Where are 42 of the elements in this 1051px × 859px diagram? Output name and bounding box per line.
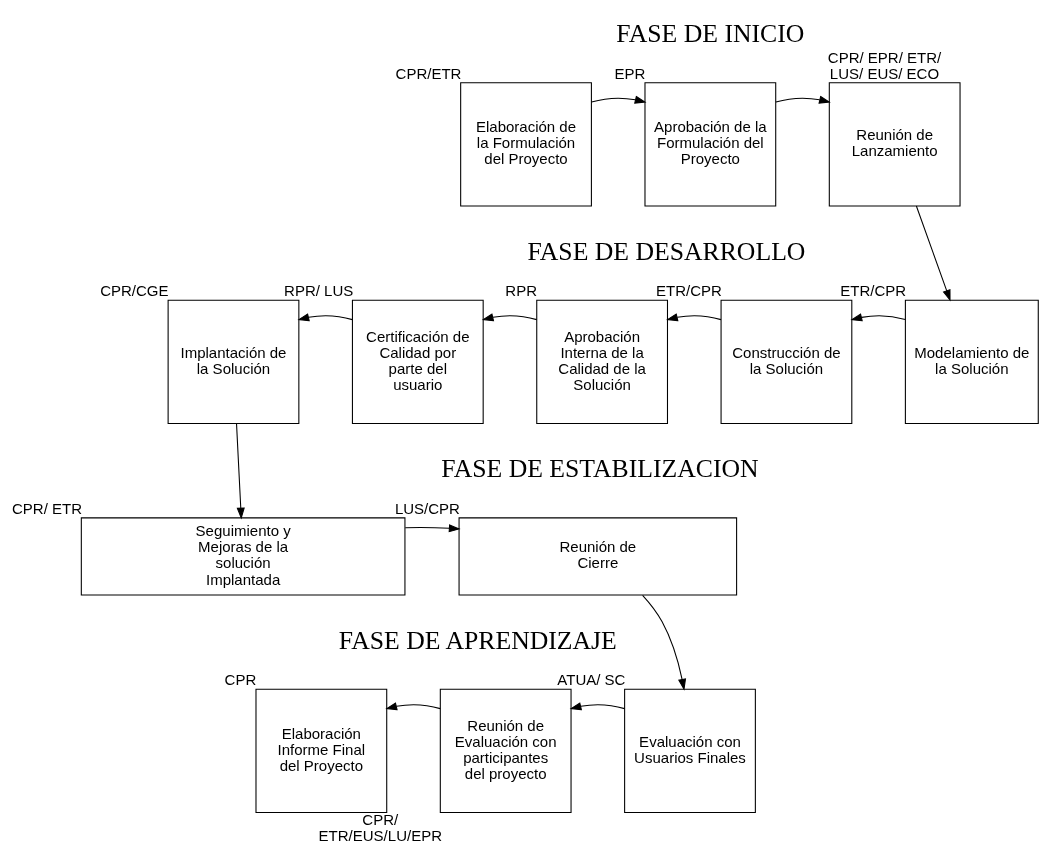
arrow bbox=[297, 312, 353, 321]
node-box: Elaboración Informe Final del Proyecto bbox=[255, 688, 388, 813]
arrow bbox=[569, 701, 626, 710]
arrow bbox=[775, 95, 831, 104]
node-label: CPR/ ETR/EUS/LU/EPR bbox=[318, 810, 442, 844]
node-label: CPR bbox=[224, 670, 257, 688]
node-box: Implantación de la Solución bbox=[167, 299, 300, 424]
node-box: Reunión de Evaluación con participantes del proyecto bbox=[439, 688, 572, 813]
node-box: Modelamiento de la Solución bbox=[904, 299, 1039, 424]
node-box: Reunión de Lanzamiento bbox=[828, 81, 961, 207]
node-label: RPR/ LUS bbox=[284, 281, 354, 299]
node-box: Seguimiento y Mejoras de la solución Implantada bbox=[80, 516, 406, 596]
node-box: Aprobación de la Formulación del Proyecto bbox=[644, 81, 777, 207]
node-label: CPR/CGE bbox=[100, 281, 169, 299]
arrow bbox=[385, 701, 441, 710]
node-box: Reunión de Cierre bbox=[458, 516, 738, 596]
arrow bbox=[850, 312, 906, 321]
node-label: EPR bbox=[614, 64, 646, 82]
arrow bbox=[481, 312, 538, 321]
node-box: Aprobación Interna de la Calidad de la Solución bbox=[536, 299, 669, 424]
label: FASE DE INICIO bbox=[616, 18, 805, 48]
node-label: ETR/CPR bbox=[840, 281, 907, 299]
node-box: Certificación de Calidad por parte del usuario bbox=[351, 299, 484, 424]
arrow bbox=[642, 594, 687, 691]
arrow bbox=[915, 205, 951, 302]
label: FASE DE APRENDIZAJE bbox=[338, 625, 617, 655]
node-box: Elaboración de la Formulación del Proyecto bbox=[460, 81, 592, 207]
node-label: LUS/CPR bbox=[394, 499, 460, 517]
node-box: Evaluación con Usuarios Finales bbox=[624, 688, 756, 813]
node-label: CPR/ETR bbox=[395, 64, 462, 82]
node-label: ETR/CPR bbox=[656, 281, 722, 299]
node-box: Construcción de la Solución bbox=[720, 299, 853, 424]
arrow bbox=[591, 95, 647, 104]
node-label: CPR/ ETR bbox=[12, 499, 83, 517]
node-label: RPR bbox=[505, 281, 538, 299]
arrow bbox=[236, 422, 245, 519]
label: FASE DE ESTABILIZACION bbox=[441, 453, 759, 483]
arrow bbox=[666, 312, 722, 321]
label: FASE DE DESARROLLO bbox=[527, 236, 806, 266]
arrow bbox=[404, 523, 461, 532]
node-label: ATUA/ SC bbox=[557, 670, 626, 688]
node-label: CPR/ EPR/ ETR/ LUS/ EUS/ ECO bbox=[827, 48, 942, 82]
